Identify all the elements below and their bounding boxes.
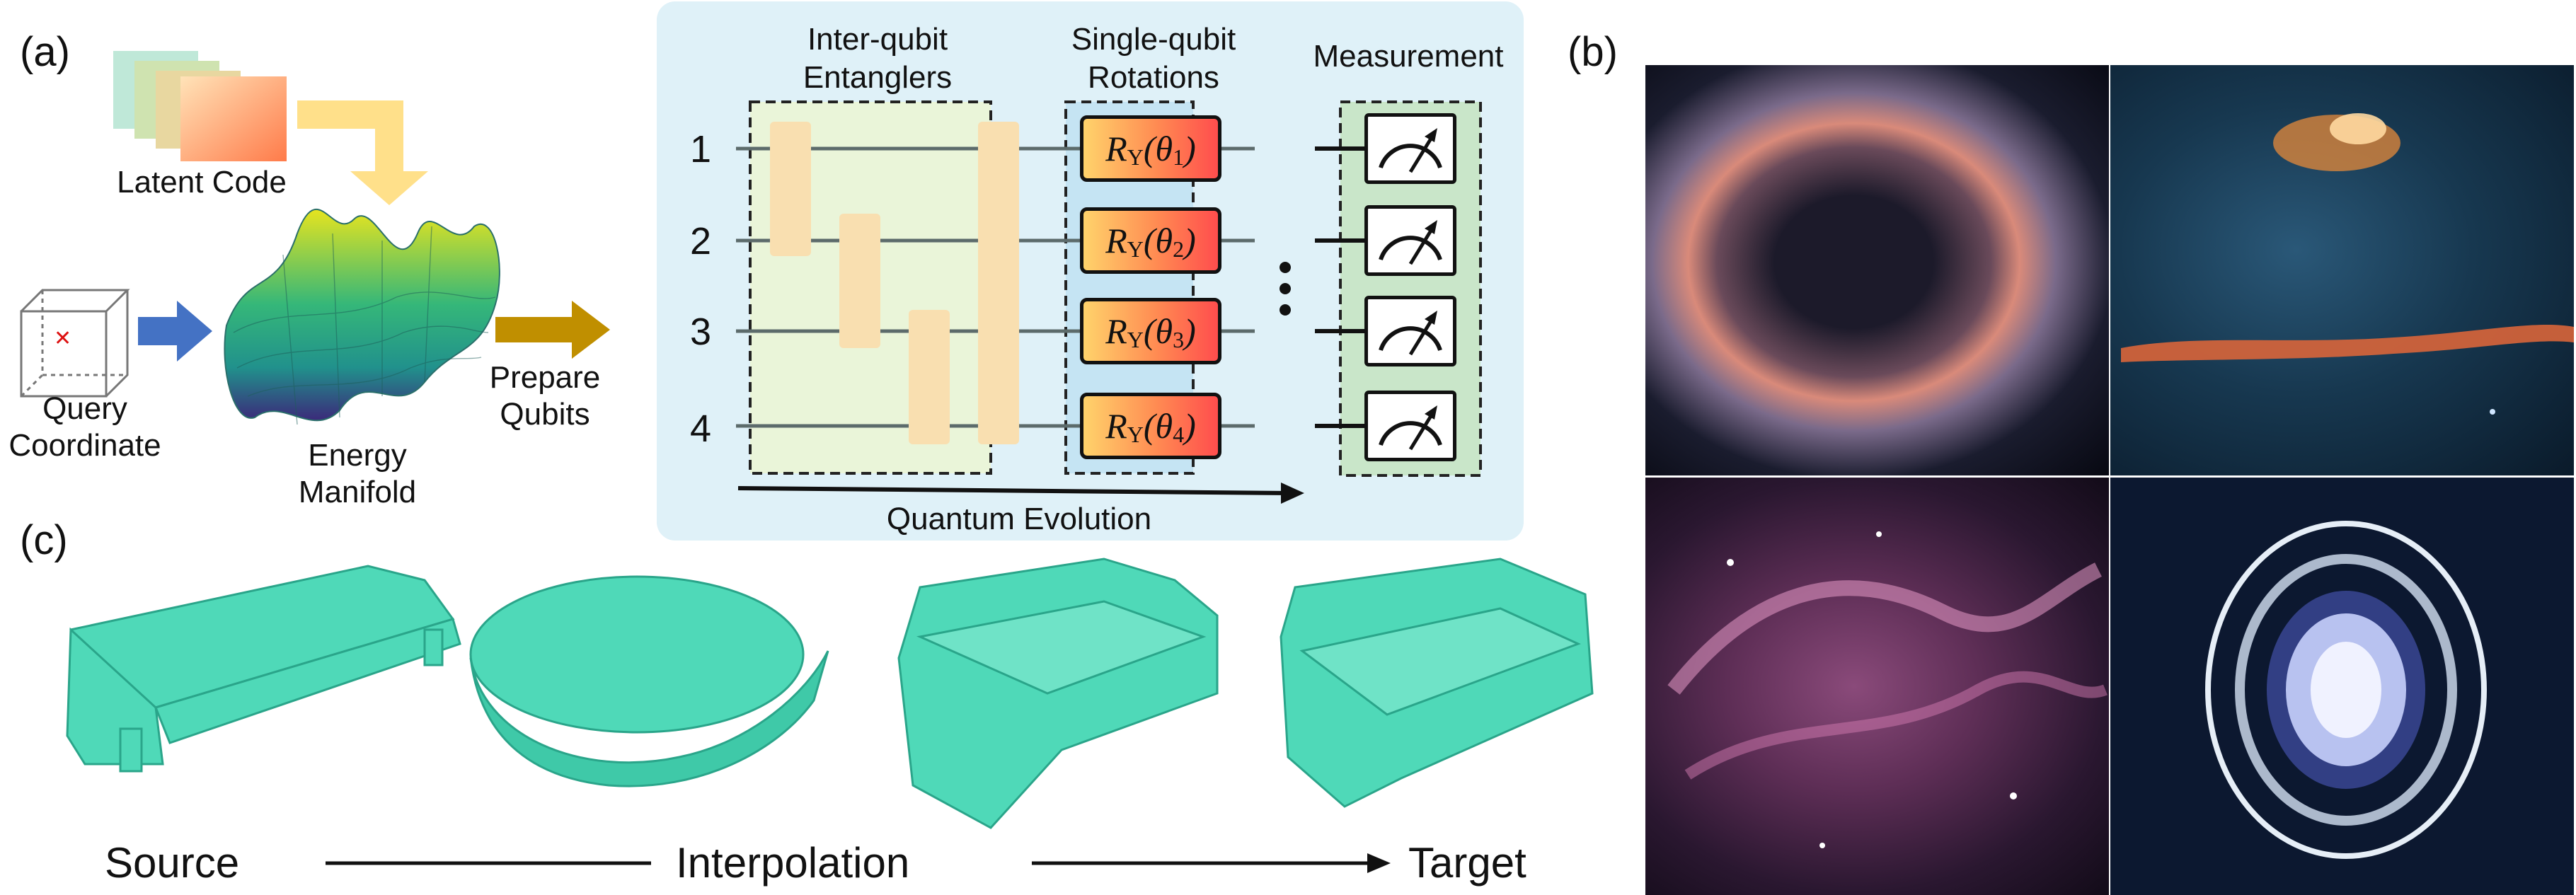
meter-icon <box>1379 128 1442 173</box>
jet-outflow-image <box>2110 65 2574 475</box>
entangler-bar-1-2 <box>770 122 811 256</box>
prepare-arrow <box>495 301 610 359</box>
prepare-label-line1: Prepare <box>489 360 601 395</box>
jet-outflow-detail <box>2121 113 2574 415</box>
ringed-planet-detail <box>2205 521 2487 859</box>
ringed-planet-image <box>2110 478 2574 895</box>
meter-icon <box>1379 311 1442 356</box>
measurement-meter-4 <box>1364 391 1456 461</box>
rotations-header-line2: Rotations <box>1088 60 1219 95</box>
interpolation-label: Interpolation <box>676 839 910 887</box>
source-label: Source <box>105 839 240 887</box>
rotations-header-line1: Single-qubit <box>1071 22 1236 57</box>
ellipsis-dots <box>1280 262 1291 316</box>
latent-arrow <box>297 100 428 205</box>
query-label-line1: Query <box>42 391 127 426</box>
pipeline-graphic: ✕ <box>20 51 610 425</box>
measurement-header: Measurement <box>1313 39 1504 74</box>
query-marker-icon: ✕ <box>54 327 71 350</box>
panel-label-a: (a) <box>20 29 70 75</box>
qubit-index-4: 4 <box>690 408 712 450</box>
panel-label-b: (b) <box>1568 29 1618 75</box>
nebula-ring-image <box>1645 65 2109 475</box>
blue-arrow <box>138 301 212 362</box>
pink-nebula-detail <box>1667 531 2108 848</box>
measurement-meter-1 <box>1364 113 1456 184</box>
meter-icon <box>1379 405 1442 451</box>
interpolation-arrow <box>326 853 1391 873</box>
measurement-meter-2 <box>1364 205 1456 276</box>
sofa-sequence-graphic <box>66 558 1594 829</box>
interp1-sofa-mesh <box>469 575 829 787</box>
panel-label-c: (c) <box>20 517 68 563</box>
energy-manifold-surface <box>224 208 500 422</box>
quantum-evolution-label: Quantum Evolution <box>886 502 1152 536</box>
measurement-meter-3 <box>1364 296 1456 366</box>
query-label-line2: Coordinate <box>8 428 161 463</box>
pink-nebula-image <box>1645 478 2109 895</box>
query-cube-icon <box>20 289 130 398</box>
interp2-sofa-mesh <box>897 558 1219 829</box>
evolution-arrowhead <box>1281 483 1304 504</box>
entanglers-header-line1: Inter-qubit <box>807 22 948 57</box>
energy-label-line1: Energy <box>308 438 407 473</box>
target-label: Target <box>1408 839 1526 887</box>
entanglers-header-line2: Entanglers <box>803 60 953 95</box>
qubit-index-3: 3 <box>690 311 712 353</box>
latent-code-icon <box>113 51 287 161</box>
entangler-bar-2-3 <box>839 214 880 348</box>
entangler-bar-3-4 <box>909 310 950 444</box>
qubit-index-2: 2 <box>690 220 712 262</box>
prepare-label-line2: Qubits <box>500 397 590 432</box>
entangler-bar-1-4 <box>978 122 1019 444</box>
qubit-index-1: 1 <box>690 128 712 171</box>
energy-label-line2: Manifold <box>298 475 417 509</box>
source-sofa-mesh <box>66 565 461 773</box>
latent-code-label: Latent Code <box>117 165 287 200</box>
meter-icon <box>1379 220 1442 265</box>
target-sofa-mesh <box>1280 558 1594 808</box>
